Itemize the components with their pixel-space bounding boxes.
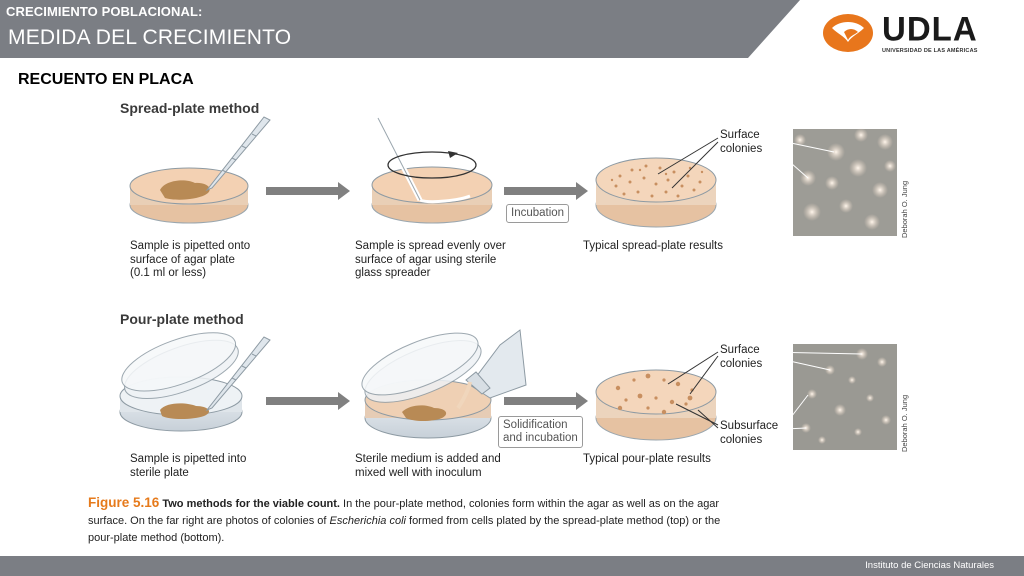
logo-wordmark: UDLA (882, 9, 978, 48)
pour-plate-2 (361, 329, 527, 439)
spread-step2-caption: Sample is spread evenly over surface of … (355, 240, 506, 281)
caption-line: Sample is spread evenly over (355, 240, 506, 252)
udla-emblem-icon (823, 14, 873, 52)
label-line: Surface (720, 129, 760, 141)
footer-text: Instituto de Ciencias Naturales (865, 560, 994, 571)
figure-lead: Two methods for the viable count. (162, 498, 340, 510)
caption-line: mixed well with inoculum (355, 466, 482, 479)
pour-surface-label: Surface colonies (720, 344, 762, 371)
caption-line: (0.1 ml or less) (130, 267, 207, 279)
incubation-label: Incubation (506, 204, 570, 223)
spread-plate-2 (371, 116, 493, 224)
label-line: colonies (720, 433, 763, 446)
pour-step1-caption: Sample is pipetted into sterile plate (130, 453, 246, 480)
pour-step2-caption: Sterile medium is added and mixed well w… (355, 453, 501, 480)
caption-line: surface of agar using sterile (355, 253, 497, 266)
caption-line: surface of agar plate (130, 253, 235, 266)
section-title: RECUENTO EN PLACA (18, 71, 194, 88)
arrow-icon (504, 182, 588, 200)
spread-plate-1 (129, 116, 271, 224)
spreader-icon (375, 116, 471, 204)
pour-subsurface-label: Subsurface colonies (720, 420, 778, 447)
figure-text: formed from cells plated by the spread-p… (88, 515, 721, 544)
pipette-icon (205, 116, 271, 192)
spread-plate-result (595, 137, 719, 228)
pour-plate-result (595, 351, 719, 441)
spread-step1-caption: Sample is pipetted onto surface of agar … (130, 240, 250, 281)
slide-header: CRECIMIENTO POBLACIONAL: MEDIDA DEL CREC… (0, 0, 1024, 58)
figure-caption: Figure 5.16 Two methods for the viable c… (88, 494, 728, 547)
figure-number: Figure 5.16 (88, 495, 160, 510)
petri-lid-icon (121, 332, 239, 400)
label-line: colonies (720, 357, 763, 370)
label-line: Subsurface (720, 420, 779, 432)
caption-line: Sterile medium is added and (355, 453, 501, 465)
caption-line: Sample is pipetted into (130, 453, 247, 465)
photo-credit: Deborah O. Jung (900, 394, 909, 452)
photo-credit: Deborah O. Jung (900, 180, 909, 238)
pour-method-title: Pour-plate method (120, 311, 244, 327)
caption-line: glass spreader (355, 267, 431, 279)
petri-lid-icon (361, 332, 482, 403)
arrow-icon (266, 182, 350, 200)
arrow-icon (504, 392, 588, 410)
spread-result-caption: Typical spread-plate results (583, 240, 723, 252)
figure-organism: Escherichia coli (329, 515, 406, 527)
udla-logo: UDLA UNIVERSIDAD DE LAS AMÉRICAS (822, 9, 982, 60)
header-title: MEDIDA DEL CRECIMIENTO (8, 26, 292, 49)
arrow-icon (266, 392, 350, 410)
figure-text: In the pour-plate method, colonies form … (88, 498, 720, 527)
caption-line: Sample is pipetted onto (130, 240, 251, 252)
spread-colony-photo (766, 128, 897, 236)
label-line: and incubation (503, 432, 578, 444)
pour-colony-photo (766, 344, 897, 450)
spread-method-title: Spread-plate method (120, 100, 260, 116)
label-line: Surface (720, 344, 760, 356)
pour-plate-1 (119, 332, 271, 432)
flask-icon (456, 329, 527, 410)
label-line: colonies (720, 142, 763, 155)
solidification-label: Solidification and incubation (498, 416, 583, 448)
plate-count-diagram (119, 116, 897, 450)
pipette-icon (205, 336, 271, 412)
logo-caption: UNIVERSIDAD DE LAS AMÉRICAS (882, 48, 978, 54)
header-band (0, 0, 800, 58)
caption-line: sterile plate (130, 466, 189, 479)
header-subtitle: CRECIMIENTO POBLACIONAL: (6, 4, 203, 19)
pour-result-caption: Typical pour-plate results (583, 453, 711, 465)
slide-footer: Instituto de Ciencias Naturales (0, 556, 1024, 576)
label-line: Solidification (503, 419, 568, 431)
spread-surface-label: Surface colonies (720, 129, 762, 156)
rotation-arrow-icon (387, 151, 477, 179)
